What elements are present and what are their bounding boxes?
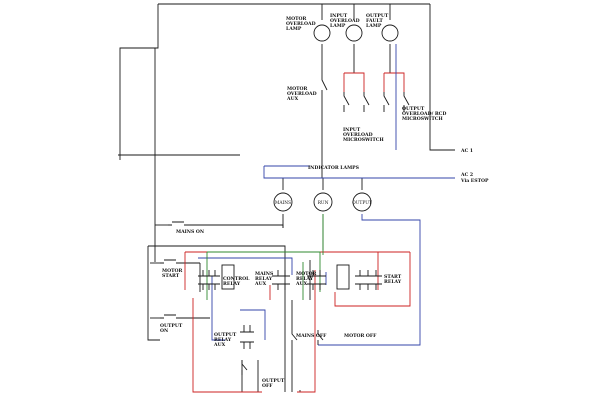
label-line: MOTOR: [296, 271, 317, 277]
label-mains-off: MAINS OFF: [296, 333, 327, 339]
lamp-motor-overload: [313, 24, 331, 42]
label-output-on: OUTPUT ON: [160, 323, 184, 334]
label-line: START: [384, 274, 402, 280]
label-line: RELAY: [296, 276, 314, 282]
label-start-relay: START RELAY: [384, 274, 403, 285]
label-output-relay-aux: OUTPUT RELAY AUX: [213, 332, 238, 348]
label-line: AUX: [286, 96, 299, 102]
label-line: RELAY: [214, 337, 232, 343]
label-line: LAMP: [366, 23, 382, 29]
label-line: OVERLOAD: [286, 21, 316, 27]
label-indicator-lamps: INDICATOR LAMPS: [308, 165, 360, 171]
label-output-fault-lamp: OUTPUT FAULT LAMP: [366, 13, 390, 29]
blue-wires: [198, 44, 455, 346]
lamp-icon: [313, 192, 333, 212]
label-line: MICROSWITCH: [402, 116, 443, 122]
label-motor-relay-aux: MOTOR RELAY AUX: [295, 271, 318, 287]
label-via-estop: Via ESTOP: [460, 178, 489, 184]
label-motor-start: MOTOR START: [162, 268, 184, 279]
lamp-icon: [273, 192, 293, 212]
lamp-icon: [352, 192, 372, 212]
lamp-labels: MOTOR OVERLOAD LAMP INPUT OVERLOAD LAMP …: [286, 13, 390, 32]
lamp-run-label: RUN: [318, 201, 329, 206]
label-line: OFF: [262, 383, 273, 389]
lamp-run: RUN: [313, 192, 333, 212]
label-line: INPUT: [343, 127, 361, 133]
label-output-overload-rcd-microswitch: OUTPUT OVERLOAD/ RCD MICROSWITCH: [402, 106, 448, 122]
lamp-icon: [313, 24, 331, 42]
label-line: LAMP: [286, 26, 302, 32]
label-line: OUTPUT: [160, 323, 183, 329]
label-line: OVERLOAD/ RCD: [402, 111, 446, 117]
component-labels: MOTOR OVERLOAD AUX INPUT OVERLOAD MICROS…: [160, 86, 489, 389]
label-control-relay: CONTROL RELAY: [223, 276, 251, 287]
label-line: MOTOR: [162, 268, 183, 274]
lamp-output-fault: [381, 24, 399, 42]
label-line: OUTPUT: [214, 332, 237, 338]
label-line: AUX: [254, 281, 267, 287]
label-line: RELAY: [255, 276, 273, 282]
label-line: OUTPUT: [366, 13, 389, 19]
label-line: CONTROL: [223, 276, 250, 282]
label-motor-overload-lamp: MOTOR OVERLOAD LAMP: [286, 16, 317, 32]
label-input-overload-lamp: INPUT OVERLOAD LAMP: [330, 13, 361, 29]
label-line: AUX: [295, 281, 308, 287]
label-line: MICROSWITCH: [343, 137, 384, 143]
label-line: MOTOR: [287, 86, 308, 92]
label-motor-off: MOTOR OFF: [344, 333, 377, 339]
contact-symbols: [160, 75, 410, 375]
lamp-output-label: OUTPUT: [352, 201, 372, 206]
label-line: INPUT: [330, 13, 348, 19]
label-line: OUTPUT: [402, 106, 425, 112]
label-line: RELAY: [223, 281, 241, 287]
green-wires: [206, 214, 324, 300]
label-line: FAULT: [366, 18, 383, 24]
label-line: AUX: [213, 342, 226, 348]
label-line: OVERLOAD: [330, 18, 360, 24]
label-line: OVERLOAD: [343, 132, 373, 138]
label-line: LAMP: [330, 23, 346, 29]
lamp-mains-label: MAINS: [275, 201, 291, 206]
label-line: ON: [160, 328, 169, 334]
label-line: RELAY: [384, 279, 402, 285]
label-ac1: AC 1: [460, 148, 473, 154]
label-line: START: [162, 273, 180, 279]
lamp-output: OUTPUT: [352, 192, 372, 212]
lamp-icon: [345, 24, 363, 42]
label-ac2: AC 2: [460, 172, 473, 178]
label-motor-overload-aux: MOTOR OVERLOAD AUX: [286, 86, 318, 102]
label-mains-relay-aux: MAINS RELAY AUX: [254, 271, 275, 287]
label-line: MOTOR: [286, 16, 307, 22]
label-line: MAINS: [255, 271, 274, 277]
label-mains-on: MAINS ON: [176, 229, 205, 235]
lamp-mains: MAINS: [273, 192, 293, 212]
label-line: OUTPUT: [262, 378, 285, 384]
label-input-overload-microswitch: INPUT OVERLOAD MICROSWITCH: [343, 127, 384, 143]
lamp-input-overload: [345, 24, 363, 42]
lamp-icon: [381, 24, 399, 42]
label-line: OVERLOAD: [287, 91, 317, 97]
label-output-off: OUTPUT OFF: [262, 378, 286, 389]
